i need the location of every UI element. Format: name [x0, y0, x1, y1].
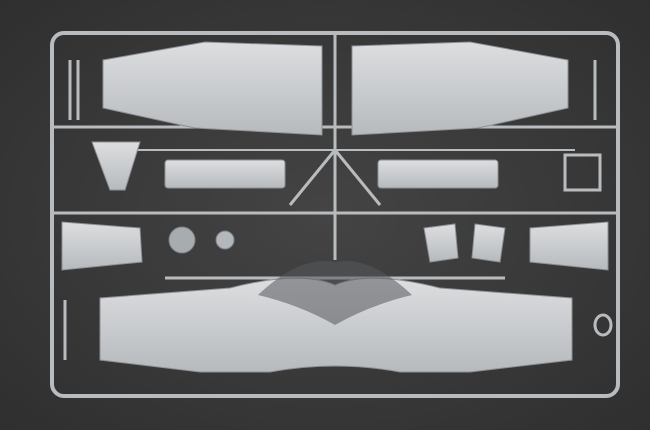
small-parts-right: [563, 60, 613, 337]
gear-door-left: [423, 223, 459, 263]
aileron-right: [529, 221, 609, 271]
wheel-part: [215, 230, 235, 250]
flap-right: [377, 159, 499, 189]
upper-wing-left: [102, 41, 323, 136]
gear-door-right: [471, 223, 506, 263]
upper-wing-right: [351, 41, 569, 136]
small-parts-left: [63, 60, 80, 360]
aileron-left: [61, 221, 143, 271]
wing-center: [258, 260, 412, 325]
sprue-frame: [50, 31, 620, 398]
flap-left: [164, 159, 286, 189]
tail-part: [91, 141, 141, 191]
engine-part: [168, 226, 196, 254]
